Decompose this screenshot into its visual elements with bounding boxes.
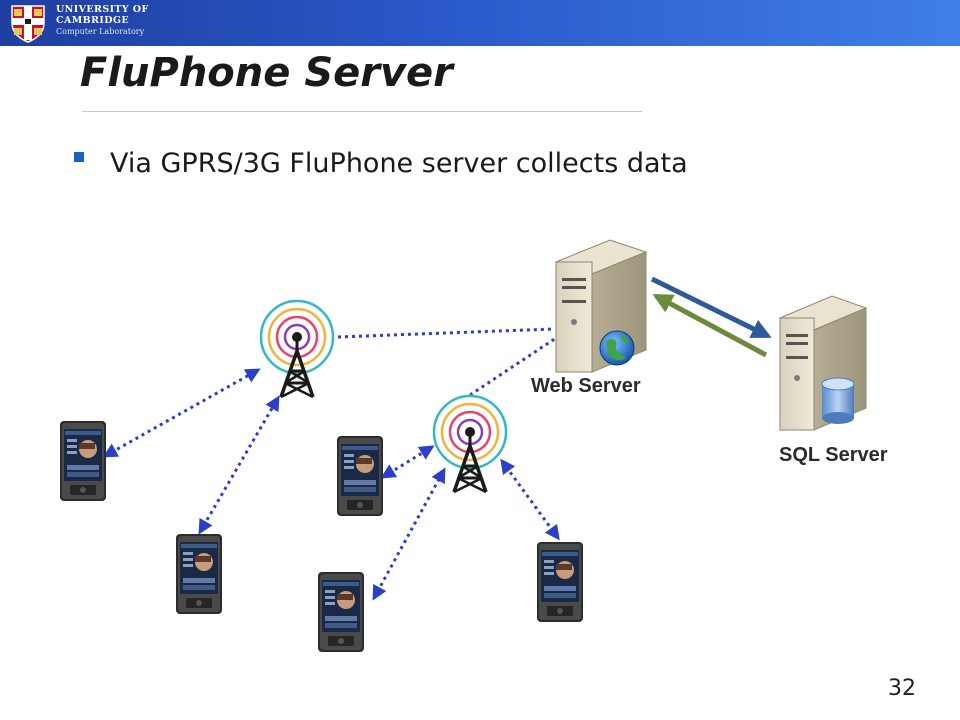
header-bar: UNIVERSITY OF CAMBRIDGE Computer Laborat… bbox=[0, 0, 960, 46]
cambridge-crest-icon bbox=[11, 5, 45, 43]
sql-server-label: SQL Server bbox=[779, 444, 888, 466]
slide-title: FluPhone Server bbox=[80, 50, 453, 96]
title-divider bbox=[82, 111, 642, 112]
university-line-1: UNIVERSITY OF bbox=[56, 4, 149, 15]
web-server-label: Web Server bbox=[531, 375, 641, 397]
link-tower2-webserver bbox=[469, 336, 557, 397]
page-number: 32 bbox=[888, 676, 916, 701]
web-server-icon bbox=[554, 239, 648, 373]
smartphone-icon bbox=[337, 436, 383, 516]
link-phone1-tower1 bbox=[102, 368, 261, 458]
link-phone3-tower2 bbox=[380, 445, 435, 479]
link-phone5-tower2 bbox=[500, 458, 560, 541]
link-phone2-tower1 bbox=[198, 395, 280, 535]
smartphone-icon bbox=[60, 421, 106, 501]
university-wordmark: UNIVERSITY OF CAMBRIDGE Computer Laborat… bbox=[56, 4, 149, 37]
bullet-text: Via GPRS/3G FluPhone server collects dat… bbox=[110, 148, 688, 179]
smartphone-icon bbox=[318, 572, 364, 652]
network-links bbox=[102, 327, 560, 601]
link-tower1-webserver bbox=[337, 327, 554, 339]
cell-tower-icon bbox=[259, 299, 335, 399]
arrow-sql-to-web bbox=[652, 293, 768, 358]
database-icon bbox=[821, 377, 855, 424]
bullet-marker bbox=[74, 152, 84, 162]
cell-tower-icon bbox=[432, 394, 508, 494]
arrow-web-to-sql bbox=[650, 276, 772, 339]
smartphone-icon bbox=[176, 534, 222, 614]
university-line-2: CAMBRIDGE bbox=[56, 15, 130, 26]
link-phone4-tower2 bbox=[372, 467, 446, 601]
smartphone-icon bbox=[537, 542, 583, 622]
university-line-3: Computer Laboratory bbox=[56, 27, 145, 36]
sql-server-icon bbox=[778, 295, 868, 431]
